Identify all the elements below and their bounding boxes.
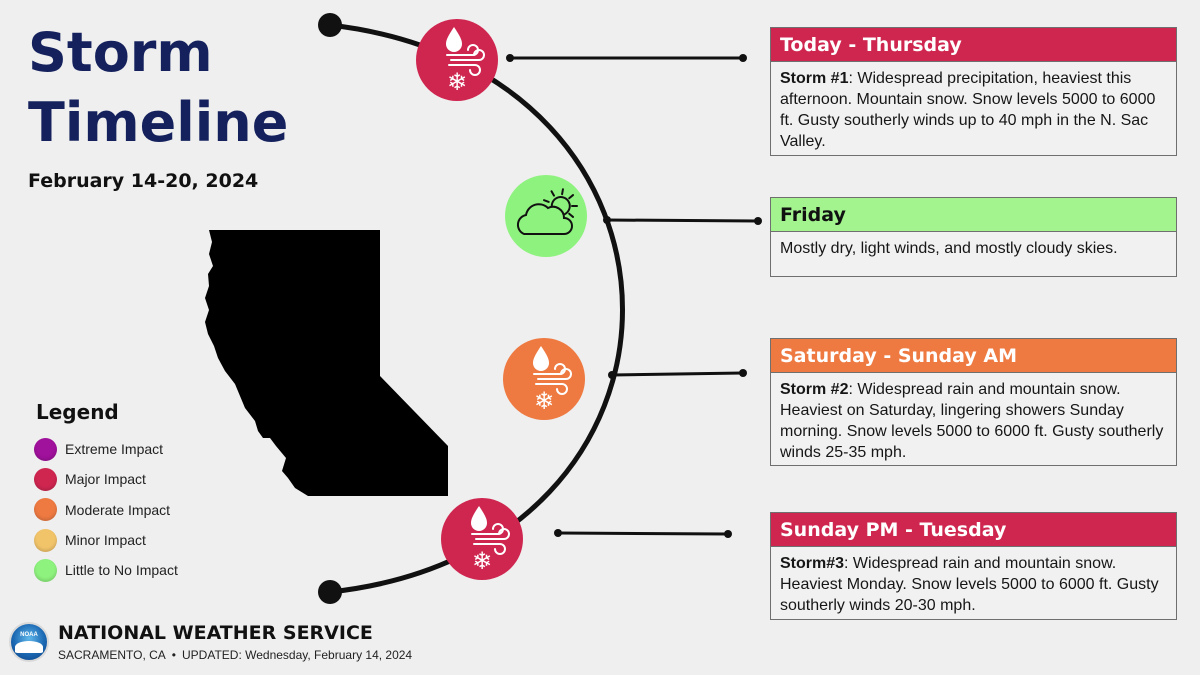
period-heading: Friday	[771, 198, 1176, 231]
period-heading: Saturday - Sunday AM	[771, 339, 1176, 372]
storm-label: Storm #2	[780, 381, 849, 398]
title-line-1: Storm	[28, 21, 213, 84]
storm-label: Storm#3	[780, 555, 845, 572]
updated-timestamp: UPDATED: Wednesday, February 14, 2024	[182, 648, 413, 662]
legend-item: Moderate Impact	[34, 495, 178, 525]
legend-label: Extreme Impact	[65, 441, 164, 458]
period-text: : Widespread precipitation, heaviest thi…	[780, 70, 1156, 150]
impact-circle: ❄	[441, 498, 523, 580]
separator: •	[171, 648, 176, 662]
connector-lines	[506, 54, 762, 538]
wind-icon	[533, 363, 572, 395]
connector-line	[554, 529, 732, 538]
timeline-start-node	[318, 13, 342, 37]
wind-icon	[471, 523, 510, 555]
timeline-end-node	[318, 580, 342, 604]
snowflake-icon: ❄	[472, 547, 492, 575]
agency-name: NATIONAL WEATHER SERVICE	[58, 622, 373, 644]
period-text: : Widespread rain and mountain snow. Hea…	[780, 555, 1159, 614]
legend-item: Minor Impact	[34, 525, 178, 555]
period-description: Storm #1: Widespread precipitation, heav…	[771, 61, 1176, 156]
storm-label: Storm #1	[780, 70, 849, 87]
period-text: : Widespread rain and mountain snow. Hea…	[780, 381, 1164, 461]
legend-item: Little to No Impact	[34, 555, 178, 585]
connector-line	[506, 54, 747, 62]
period-text: Mostly dry, light winds, and mostly clou…	[780, 240, 1118, 257]
connector-line	[608, 369, 747, 379]
legend-item: Extreme Impact	[34, 434, 178, 464]
legend-item: Major Impact	[34, 464, 178, 494]
date-range: February 14-20, 2024	[28, 170, 259, 192]
raindrop-icon	[446, 27, 462, 52]
legend-label: Major Impact	[65, 471, 146, 488]
period-description: Storm#3: Widespread rain and mountain sn…	[771, 546, 1176, 620]
cloud-sun-icon	[516, 188, 578, 235]
legend-label: Minor Impact	[65, 532, 146, 549]
legend-label: Little to No Impact	[65, 562, 178, 579]
raindrop-icon	[533, 346, 549, 371]
page-title: Storm Timeline	[28, 18, 288, 158]
period-heading: Sunday PM - Tuesday	[771, 513, 1176, 546]
legend-swatch	[34, 558, 57, 582]
impact-circles: ❄ ❄ ❄	[416, 19, 587, 580]
noaa-logo-icon: NOAA	[9, 622, 49, 662]
connector-line	[603, 216, 762, 225]
legend-swatch	[34, 437, 57, 461]
title-line-2: Timeline	[28, 91, 289, 154]
legend-label: Moderate Impact	[65, 501, 171, 518]
forecast-area-map	[205, 230, 448, 496]
impact-circle: ❄	[416, 19, 498, 101]
office-and-update: SACRAMENTO, CA • UPDATED: Wednesday, Febru…	[58, 648, 412, 662]
period-description: Storm #2: Widespread rain and mountain s…	[771, 372, 1176, 467]
impact-circle: ❄	[503, 338, 585, 420]
legend-swatch	[34, 467, 57, 491]
snowflake-icon: ❄	[447, 68, 467, 96]
legend-swatch	[34, 498, 57, 522]
office-location: SACRAMENTO, CA	[58, 648, 166, 662]
wind-icon	[446, 44, 485, 76]
period-heading: Today - Thursday	[771, 28, 1176, 61]
raindrop-icon	[471, 506, 487, 531]
impact-circle	[505, 175, 587, 257]
legend-title: Legend	[36, 400, 119, 424]
legend-swatch	[34, 528, 57, 552]
period-description: Mostly dry, light winds, and mostly clou…	[771, 231, 1176, 263]
snowflake-icon: ❄	[534, 387, 554, 415]
